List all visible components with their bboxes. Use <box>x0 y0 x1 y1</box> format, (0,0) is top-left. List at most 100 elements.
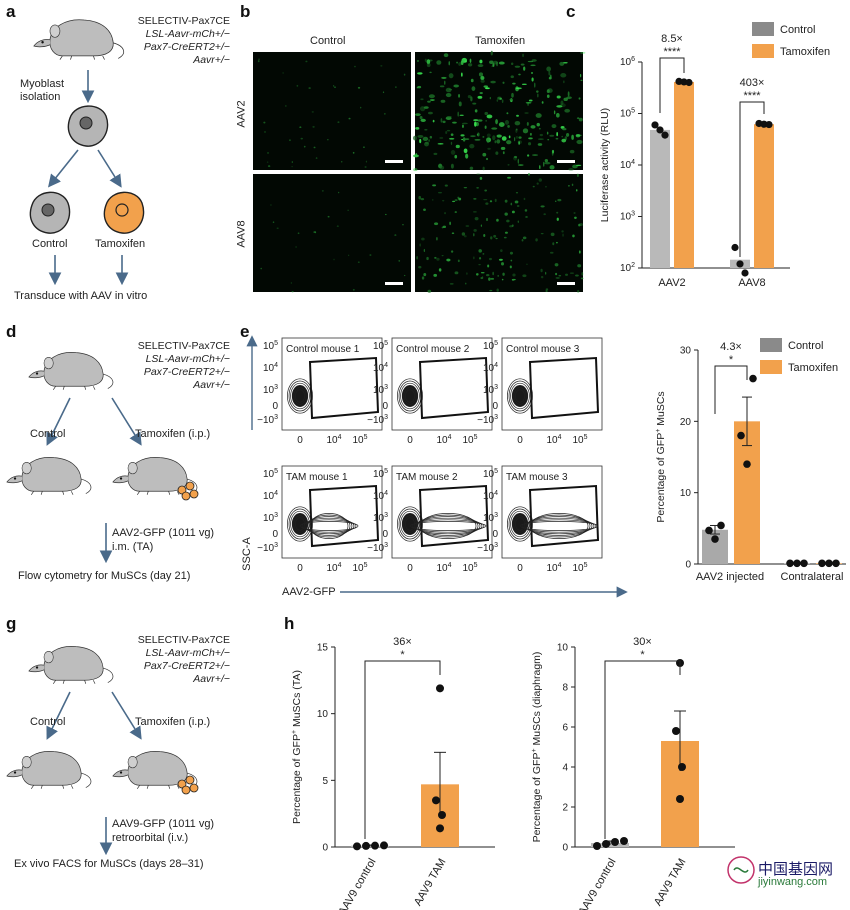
cell-speck <box>470 135 476 138</box>
tamoxifen-label-a: Tamoxifen <box>95 238 146 250</box>
tamoxifen-label-g: Tamoxifen (i.p.) <box>135 716 211 728</box>
contour-ring <box>419 513 477 539</box>
cell-speck <box>336 225 339 227</box>
cell-speck <box>429 71 432 74</box>
contour-ring <box>521 519 597 533</box>
cell-speck <box>463 235 467 238</box>
f-data-point <box>800 559 808 568</box>
cell-speck <box>417 134 424 138</box>
flow-y-tick-label: 104 <box>483 490 498 502</box>
h-data-point <box>362 841 370 850</box>
h-y-tick-label: 4 <box>562 763 568 774</box>
flow-x-tick-label: 105 <box>352 562 367 574</box>
cell-speck <box>569 272 574 274</box>
cell-speck <box>357 86 361 89</box>
cell-speck <box>421 237 425 241</box>
cell-speck <box>545 271 547 275</box>
cell-speck <box>485 202 489 205</box>
contour-ring <box>409 521 487 531</box>
cell-speck <box>425 141 429 145</box>
flow-y-tick-label: 0 <box>272 529 278 540</box>
fold-change-label: 36× <box>393 636 412 648</box>
cell-speck <box>347 209 349 212</box>
cell-speck <box>500 249 503 253</box>
cell-speck <box>338 191 340 194</box>
flow-y-tick-label: 103 <box>483 384 498 396</box>
cell-speck <box>477 119 483 122</box>
cell-speck <box>557 198 562 202</box>
cell-speck <box>474 216 479 221</box>
cell-speck <box>506 112 509 115</box>
cell-speck <box>536 122 540 127</box>
significance-label: * <box>400 649 405 661</box>
cell-speck <box>568 168 574 171</box>
cell-speck <box>446 116 452 118</box>
c-data-point <box>651 121 659 129</box>
contour-ring <box>307 514 351 538</box>
cell-speck <box>479 91 483 95</box>
cell-speck <box>438 268 442 272</box>
cell-speck <box>569 149 575 154</box>
h-y-axis-label: Percentage of GFP+ MuSCs (TA) <box>291 670 303 824</box>
cell-speck <box>511 224 514 228</box>
flow-plot-title: Control mouse 1 <box>286 344 360 355</box>
cell-speck <box>296 84 299 87</box>
cell-speck <box>501 278 504 281</box>
flow-plot-frame <box>501 337 603 431</box>
cell-speck <box>556 113 560 118</box>
flow-y-tick-label: −103 <box>257 542 278 554</box>
cell-speck <box>433 273 438 277</box>
cell-speck <box>272 221 275 223</box>
cell-speck <box>469 143 475 149</box>
cell-speck <box>549 251 554 254</box>
f-data-point <box>818 559 826 568</box>
cell-speck <box>384 113 386 115</box>
fold-change-label: 30× <box>633 636 652 648</box>
contour-ring <box>415 516 481 536</box>
cell-speck <box>540 268 543 273</box>
cell-speck <box>507 164 510 166</box>
contour-ring <box>287 378 313 414</box>
cell-speck <box>514 137 516 142</box>
cell-speck <box>463 187 468 189</box>
flow-y-tick-label: 0 <box>382 401 388 412</box>
h-data-point <box>611 838 619 846</box>
cell-speck <box>446 129 451 132</box>
cell-speck <box>576 134 582 137</box>
cell-speck <box>486 138 490 144</box>
e-ylabel: SSC-A <box>240 537 253 571</box>
contour-ring <box>303 517 355 535</box>
cell-speck <box>476 273 479 276</box>
cell-speck <box>426 62 431 68</box>
cell-speck <box>556 95 561 99</box>
cell-speck <box>473 198 477 200</box>
flow-y-tick-label: 104 <box>263 490 278 502</box>
contour-ring <box>519 521 599 531</box>
cell-speck <box>541 101 544 104</box>
c-x-tick-label: AAV8 <box>738 277 765 289</box>
cell-speck <box>497 274 499 277</box>
f-y-axis-label: Percentage of GFP+ MuSCs <box>655 391 667 522</box>
f-y-tick-label: 0 <box>685 560 691 571</box>
cell-speck <box>454 211 457 213</box>
cell-speck <box>509 98 514 101</box>
cell-speck <box>537 143 543 146</box>
cell-speck <box>457 111 459 117</box>
contour-ring <box>507 506 533 542</box>
cell-speck <box>573 212 576 214</box>
cell-speck <box>446 258 451 262</box>
cell-speck <box>486 133 491 138</box>
cell-speck <box>457 196 460 199</box>
cell-speck <box>433 152 438 156</box>
flow-plot-frame <box>281 337 383 431</box>
contour-ring <box>508 508 532 540</box>
h-data-point <box>676 795 684 803</box>
cell-speck <box>514 155 518 159</box>
flow-x-tick-label: 104 <box>546 434 561 446</box>
cell-speck <box>501 262 504 266</box>
cell-speck <box>578 97 581 100</box>
cell-speck <box>489 96 491 100</box>
cell-speck <box>423 208 426 212</box>
flow-y-tick-label: 0 <box>492 401 498 412</box>
